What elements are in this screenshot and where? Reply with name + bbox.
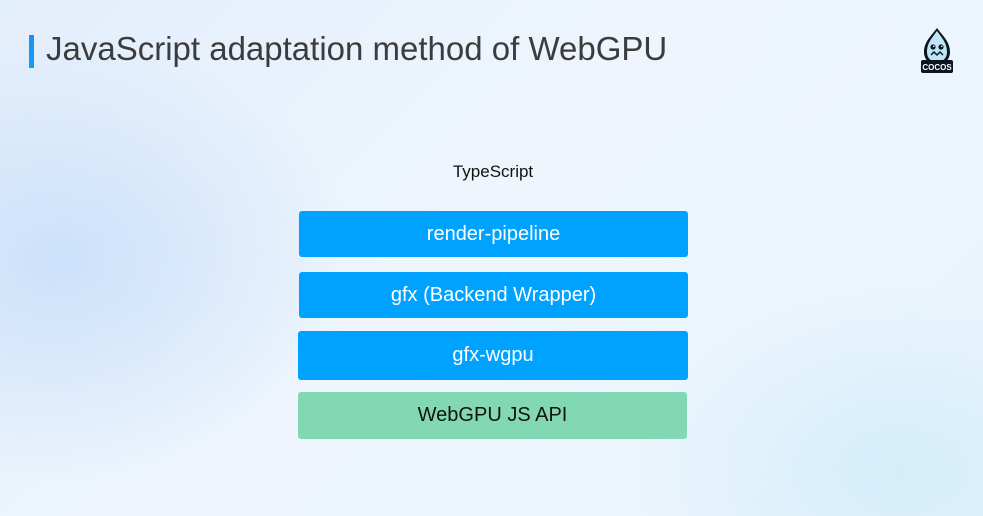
cocos-logo-icon: COCOS [920, 27, 954, 75]
gfx-backend-wrapper-layer: gfx (Backend Wrapper) [299, 272, 688, 318]
render-pipeline-layer: render-pipeline [299, 211, 688, 257]
typescript-caption: TypeScript [452, 162, 534, 181]
slide-title: JavaScript adaptation method of WebGPU [46, 30, 668, 67]
logo-text: COCOS [922, 63, 952, 72]
gfx-wgpu-layer: gfx-wgpu [298, 331, 688, 380]
webgpu-js-api-layer: WebGPU JS API [298, 392, 687, 439]
title-accent-bar [29, 35, 34, 68]
